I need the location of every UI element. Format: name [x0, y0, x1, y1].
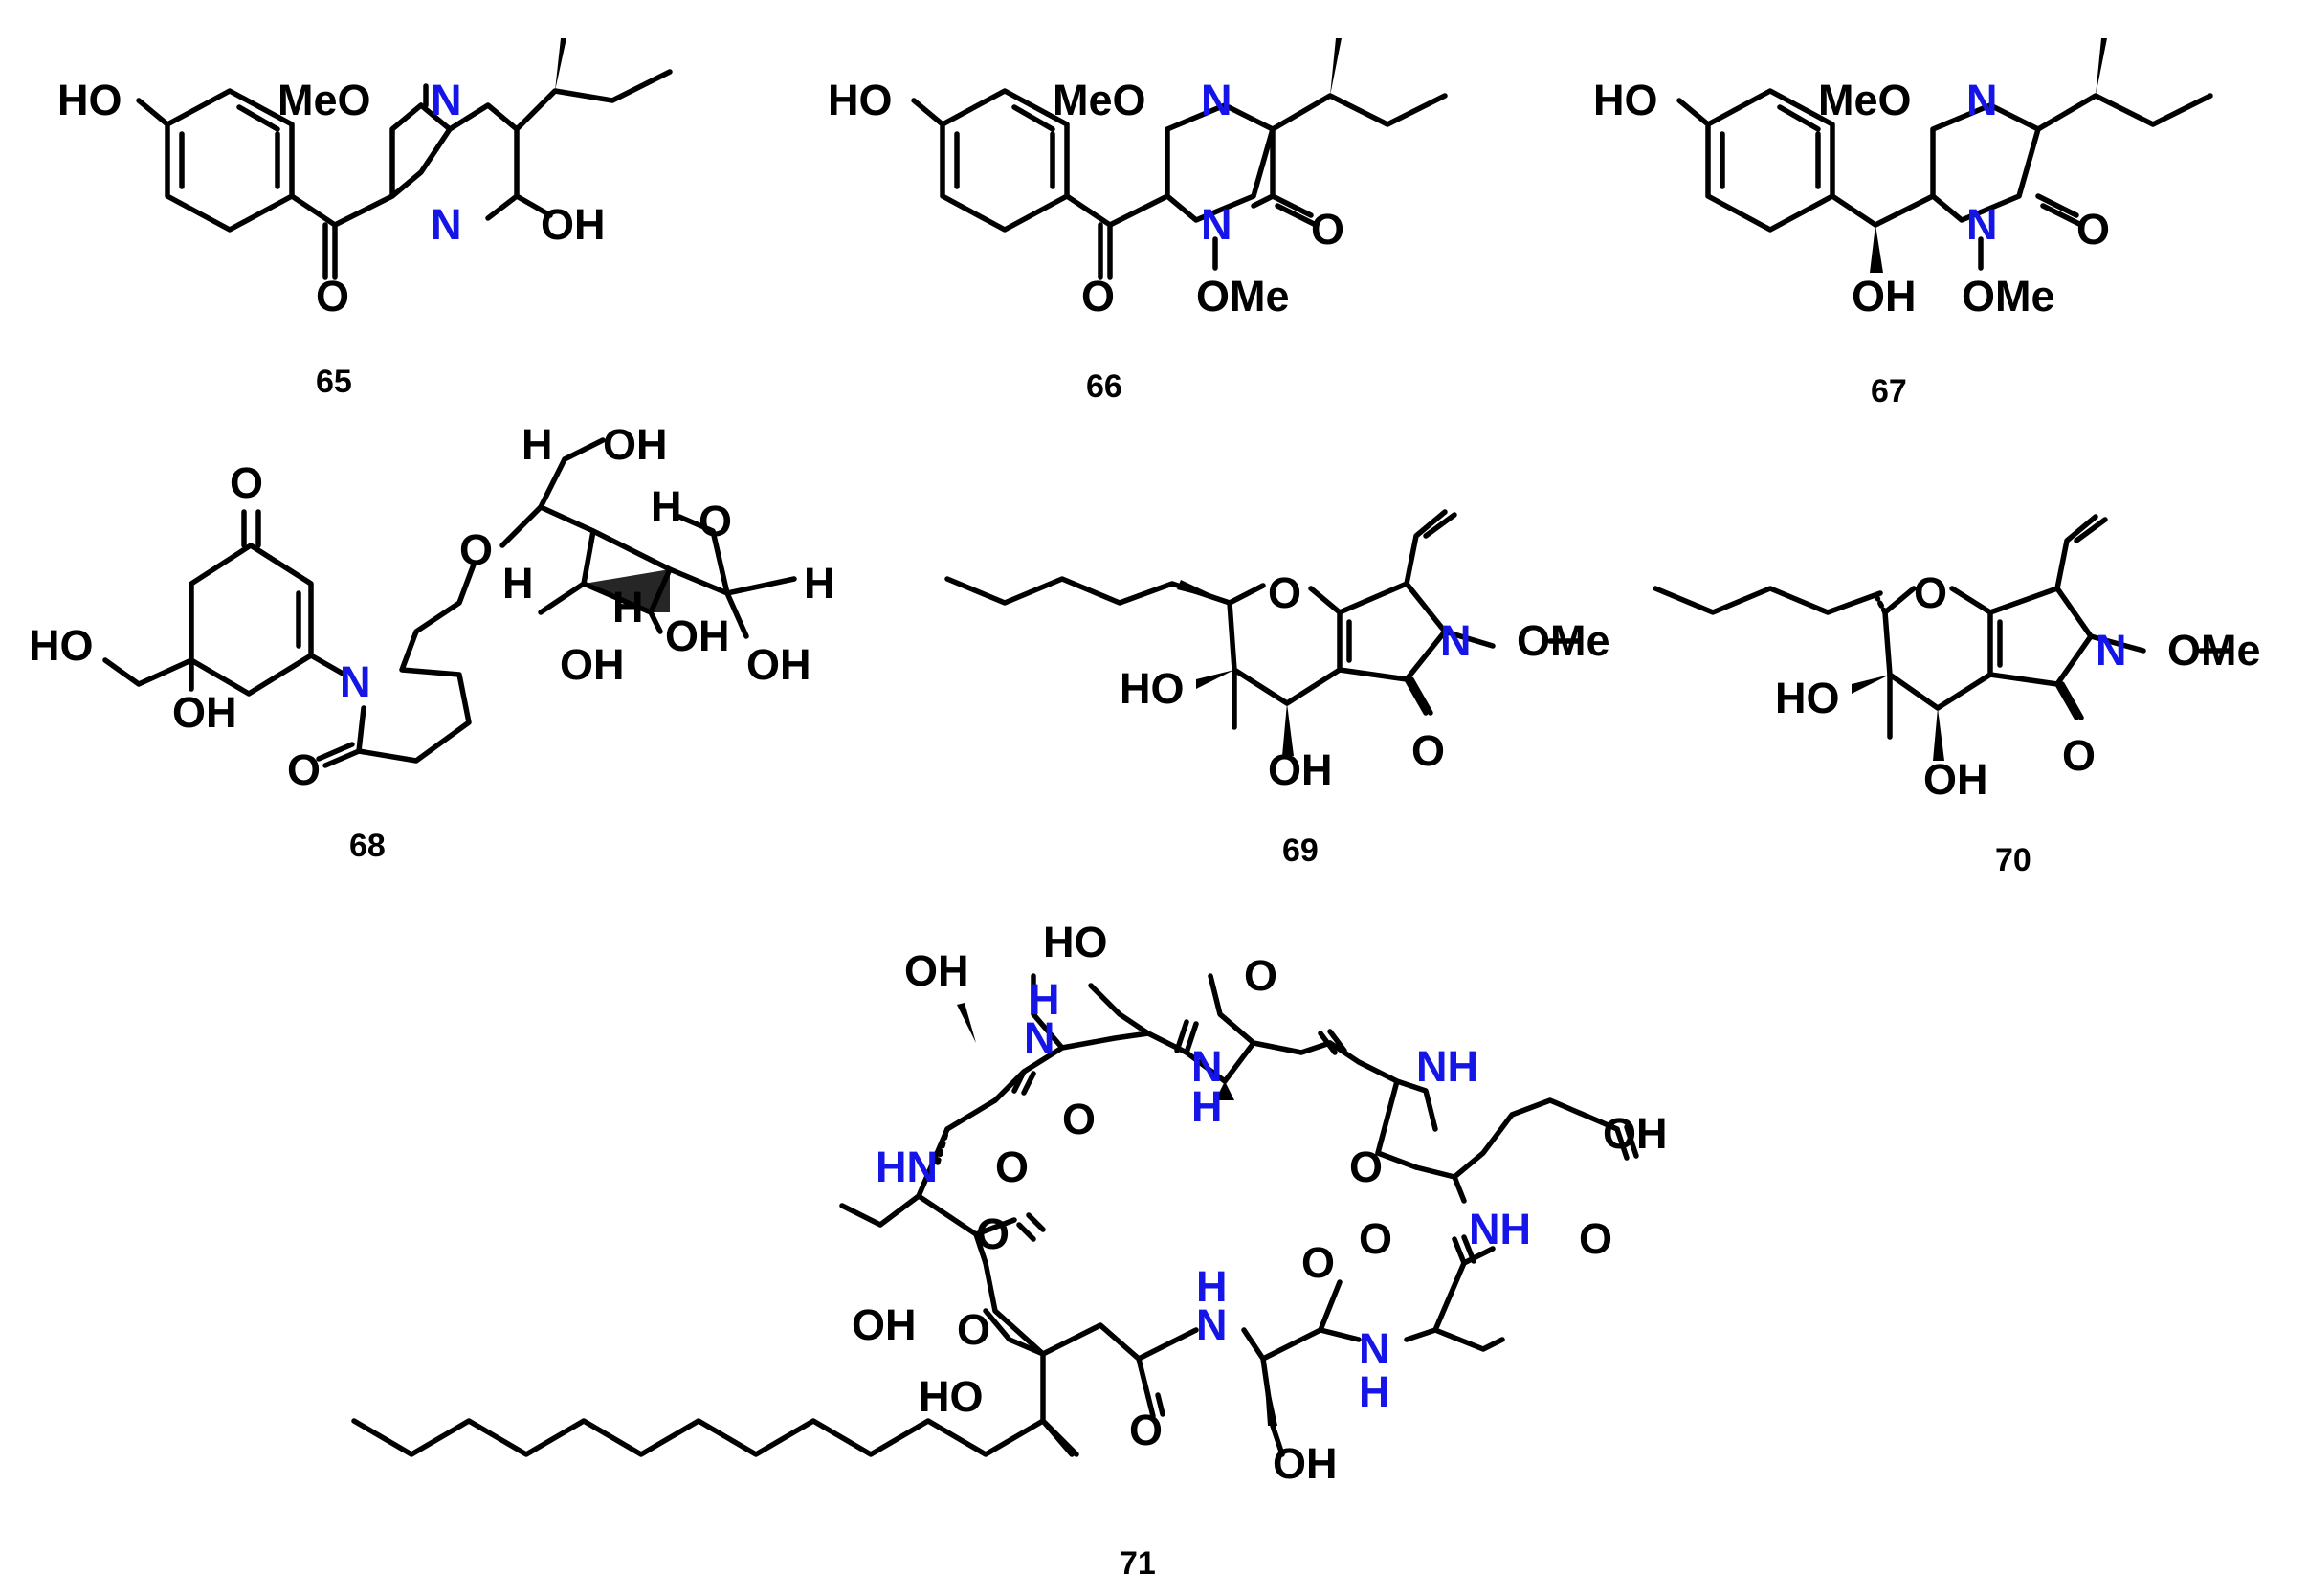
oh-label: OH [541, 200, 606, 249]
oh-label: OH [172, 688, 237, 737]
compound-label-66: 66 [1086, 368, 1122, 405]
compound-67: HO MeO N N O OMe OH 67 [1593, 38, 2213, 410]
o-label: O [287, 745, 321, 794]
o-label: O [1081, 272, 1115, 321]
ho-label: HO [29, 621, 94, 670]
meo-label: MeO [1818, 76, 1912, 124]
oh-label: OH [852, 1300, 917, 1349]
oh-label: OH [1268, 745, 1333, 794]
n-label: N [1966, 200, 1998, 249]
o-label: O [1062, 1095, 1096, 1143]
compound-label-70: 70 [1995, 842, 2031, 878]
compound-66: HO MeO N N O OMe O 66 [828, 38, 1448, 405]
compound-71: HO OH O H N N H NH O O HN O OH O O NH O … [351, 918, 1668, 1582]
hn-label: HN [876, 1142, 938, 1191]
ome-label: OMe [1517, 616, 1610, 665]
h-label: H [612, 583, 644, 632]
compound-label-65: 65 [316, 364, 352, 400]
o-label: O [1579, 1214, 1612, 1263]
oh-label: OH [1273, 1439, 1338, 1488]
o-label: O [1129, 1406, 1163, 1454]
o-label: O [1311, 205, 1344, 254]
n-label: N [1024, 1013, 1055, 1062]
h-label: H [1029, 975, 1060, 1024]
o-label: O [976, 1209, 1010, 1258]
compound-label-68: 68 [349, 828, 386, 864]
compound-label-67: 67 [1871, 373, 1907, 410]
h-label: H [502, 559, 534, 608]
o-label: O [459, 525, 493, 574]
ho-label: HO [1043, 918, 1108, 966]
o-label: O [699, 497, 732, 545]
oh-label: OH [904, 946, 969, 995]
n-label: N [1201, 200, 1232, 249]
n-label: N [1201, 76, 1232, 124]
compound-label-69: 69 [1282, 832, 1319, 869]
ho-label: HO [1593, 76, 1658, 124]
o-label: O [1359, 1214, 1392, 1263]
meo-label: MeO [1053, 76, 1146, 124]
h-label: H [1196, 1262, 1228, 1311]
h-label: H [651, 482, 682, 531]
o-label: O [2062, 731, 2096, 780]
oh-label: OH [746, 640, 811, 689]
ho-label: HO [919, 1372, 984, 1421]
h-label: H [1191, 1082, 1223, 1131]
o-label: O [1349, 1142, 1383, 1191]
o-label: O [2076, 205, 2110, 254]
h-label: H [522, 420, 553, 469]
ome-label: OMe [2167, 626, 2261, 675]
compound-69: O N OMe HO OH O 69 [944, 509, 1610, 869]
n-label: N [1966, 76, 1998, 124]
ho-label: HO [1120, 664, 1185, 713]
oh-label: OH [665, 611, 730, 660]
o-label: O [957, 1305, 990, 1354]
o-label: O [316, 272, 349, 321]
o-label: O [995, 1142, 1029, 1191]
compound-label-71: 71 [1120, 1545, 1156, 1582]
ho-label: HO [57, 76, 122, 124]
n-label: N [1440, 616, 1472, 665]
o-label: O [1268, 568, 1301, 617]
o-label: O [1411, 726, 1445, 775]
o-label: O [1301, 1238, 1335, 1287]
o-label: O [1914, 568, 1947, 617]
ome-label: OMe [1196, 272, 1290, 321]
ho-label: HO [1775, 674, 1840, 722]
nh-label: NH [1416, 1042, 1478, 1091]
meo-label: MeO [277, 76, 371, 124]
h-label: H [804, 559, 835, 608]
oh-label: OH [560, 640, 625, 689]
n-label: N [1359, 1324, 1390, 1373]
nh-label: NH [1469, 1205, 1531, 1253]
n-label: N [1196, 1300, 1228, 1349]
n-label: N [2096, 626, 2127, 675]
oh-label: OH [603, 420, 668, 469]
o-label: O [230, 458, 263, 507]
n-label: N [340, 657, 371, 706]
n-label: N [431, 76, 462, 124]
compound-65: HO MeO N N OH O 65 [57, 38, 673, 400]
compound-70: O N OMe HO OH O 70 [1653, 514, 2261, 878]
o-label: O [1244, 951, 1277, 1000]
oh-label: OH [1603, 1109, 1668, 1158]
compound-68: O HO OH N O O H OH H O H H H OH OH OH 68 [29, 420, 835, 864]
oh-label: OH [1852, 272, 1917, 321]
n-label: N [431, 200, 462, 249]
h-label: H [1359, 1367, 1390, 1416]
oh-label: OH [1923, 755, 1988, 804]
n-label: N [1191, 1042, 1223, 1091]
ome-label: OMe [1962, 272, 2055, 321]
ho-label: HO [828, 76, 893, 124]
